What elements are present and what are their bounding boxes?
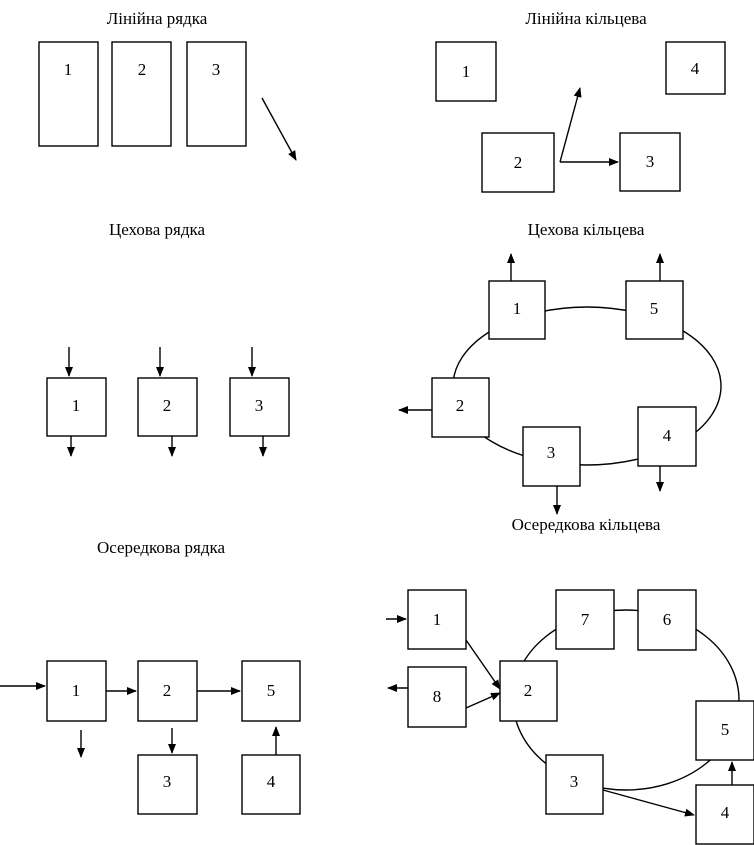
cell-ring-box-6: 6	[637, 589, 697, 651]
cell-ring-box-7-label: 7	[581, 610, 590, 629]
cell-row-box-4: 4	[241, 754, 301, 815]
linear-ring-box-3: 3	[619, 132, 681, 192]
cell-ring-box-3: 3	[545, 754, 604, 815]
workshop-row-box-1: 1	[46, 377, 107, 437]
linear-row-box-1: 1	[38, 41, 99, 147]
cell-ring-title: Осередкова кільцева	[512, 515, 661, 534]
linear-row-box-3: 3	[186, 41, 247, 147]
cell-row-box-4-label: 4	[267, 772, 276, 791]
cell-ring-arrow-8-2	[465, 692, 501, 709]
workshop-ring-box-5-label: 5	[650, 299, 659, 318]
linear-ring-panel: Лінійна кільцева 1 4 2 3	[435, 9, 726, 193]
cell-ring-box-4: 4	[695, 784, 754, 845]
cell-ring-box-6-label: 6	[663, 610, 672, 629]
cell-ring-box-7: 7	[555, 589, 615, 650]
linear-row-box-2-label: 2	[138, 60, 147, 79]
cell-ring-arrow-1-2	[465, 639, 501, 690]
linear-row-box-1-label: 1	[64, 60, 73, 79]
workshop-ring-box-2-label: 2	[456, 396, 465, 415]
cell-ring-box-2: 2	[499, 660, 558, 722]
cell-row-box-1: 1	[46, 660, 107, 722]
linear-ring-up-arrow	[559, 87, 582, 163]
cell-ring-arrow-3-4	[602, 789, 695, 817]
workshop-ring-box-2: 2	[431, 377, 490, 438]
workshop-ring-box-3-label: 3	[547, 443, 556, 462]
cell-ring-box-8: 8	[407, 666, 467, 728]
workshop-ring-box-1: 1	[488, 280, 546, 340]
linear-ring-box-2: 2	[481, 132, 555, 193]
cell-row-box-2: 2	[137, 660, 198, 722]
cell-ring-box-5: 5	[695, 700, 754, 761]
cell-row-box-3: 3	[137, 754, 198, 815]
linear-row-box-2: 2	[111, 41, 172, 147]
workshop-ring-box-5: 5	[625, 280, 684, 340]
cell-row-box-2-label: 2	[163, 681, 172, 700]
workshop-ring-box-4-label: 4	[663, 426, 672, 445]
linear-row-title: Лінійна рядка	[107, 9, 208, 28]
workshop-row-box-2-label: 2	[163, 396, 172, 415]
cell-ring-box-1: 1	[407, 589, 467, 650]
workshop-row-box-3-label: 3	[255, 396, 264, 415]
workshop-row-box-1-label: 1	[72, 396, 81, 415]
workshop-ring-box-4: 4	[637, 406, 697, 467]
linear-ring-box-1: 1	[435, 41, 497, 102]
workshop-ring-panel: Цехова кільцева 1 5 2 4 3	[398, 220, 722, 515]
linear-ring-title: Лінійна кільцева	[525, 9, 647, 28]
cell-row-title: Осередкова рядка	[97, 538, 226, 557]
cell-ring-box-5-label: 5	[721, 720, 730, 739]
workshop-ring-box-1-label: 1	[513, 299, 522, 318]
linear-row-panel: Лінійна рядка 1 2 3	[38, 9, 297, 161]
cell-ring-box-2-label: 2	[524, 681, 533, 700]
cell-row-panel: Осередкова рядка 1 2 5 3 4	[0, 538, 301, 815]
workshop-row-panel: Цехова рядка 1 2 3	[46, 220, 290, 457]
linear-ring-box-4: 4	[665, 41, 726, 95]
workshop-row-title: Цехова рядка	[109, 220, 206, 239]
cell-ring-box-4-label: 4	[721, 803, 730, 822]
linear-row-flow-arrow	[261, 97, 297, 161]
workshop-ring-box-3: 3	[522, 426, 581, 487]
workshop-row-box-3: 3	[229, 377, 290, 437]
cell-ring-box-3-label: 3	[570, 772, 579, 791]
cell-ring-box-8-label: 8	[433, 687, 442, 706]
linear-ring-box-2-label: 2	[514, 153, 523, 172]
cell-row-box-5-label: 5	[267, 681, 276, 700]
workshop-ring-title: Цехова кільцева	[528, 220, 645, 239]
cell-row-box-1-label: 1	[72, 681, 81, 700]
cell-row-box-3-label: 3	[163, 772, 172, 791]
workshop-row-box-2: 2	[137, 377, 198, 437]
linear-ring-box-3-label: 3	[646, 152, 655, 171]
cell-ring-box-1-label: 1	[433, 610, 442, 629]
linear-ring-box-1-label: 1	[462, 62, 471, 81]
cell-row-box-5: 5	[241, 660, 301, 722]
linear-row-box-3-label: 3	[212, 60, 221, 79]
cell-ring-panel: Осередкова кільцева 7 6 2 5 3 4 1	[386, 515, 754, 845]
linear-ring-box-4-label: 4	[691, 59, 700, 78]
